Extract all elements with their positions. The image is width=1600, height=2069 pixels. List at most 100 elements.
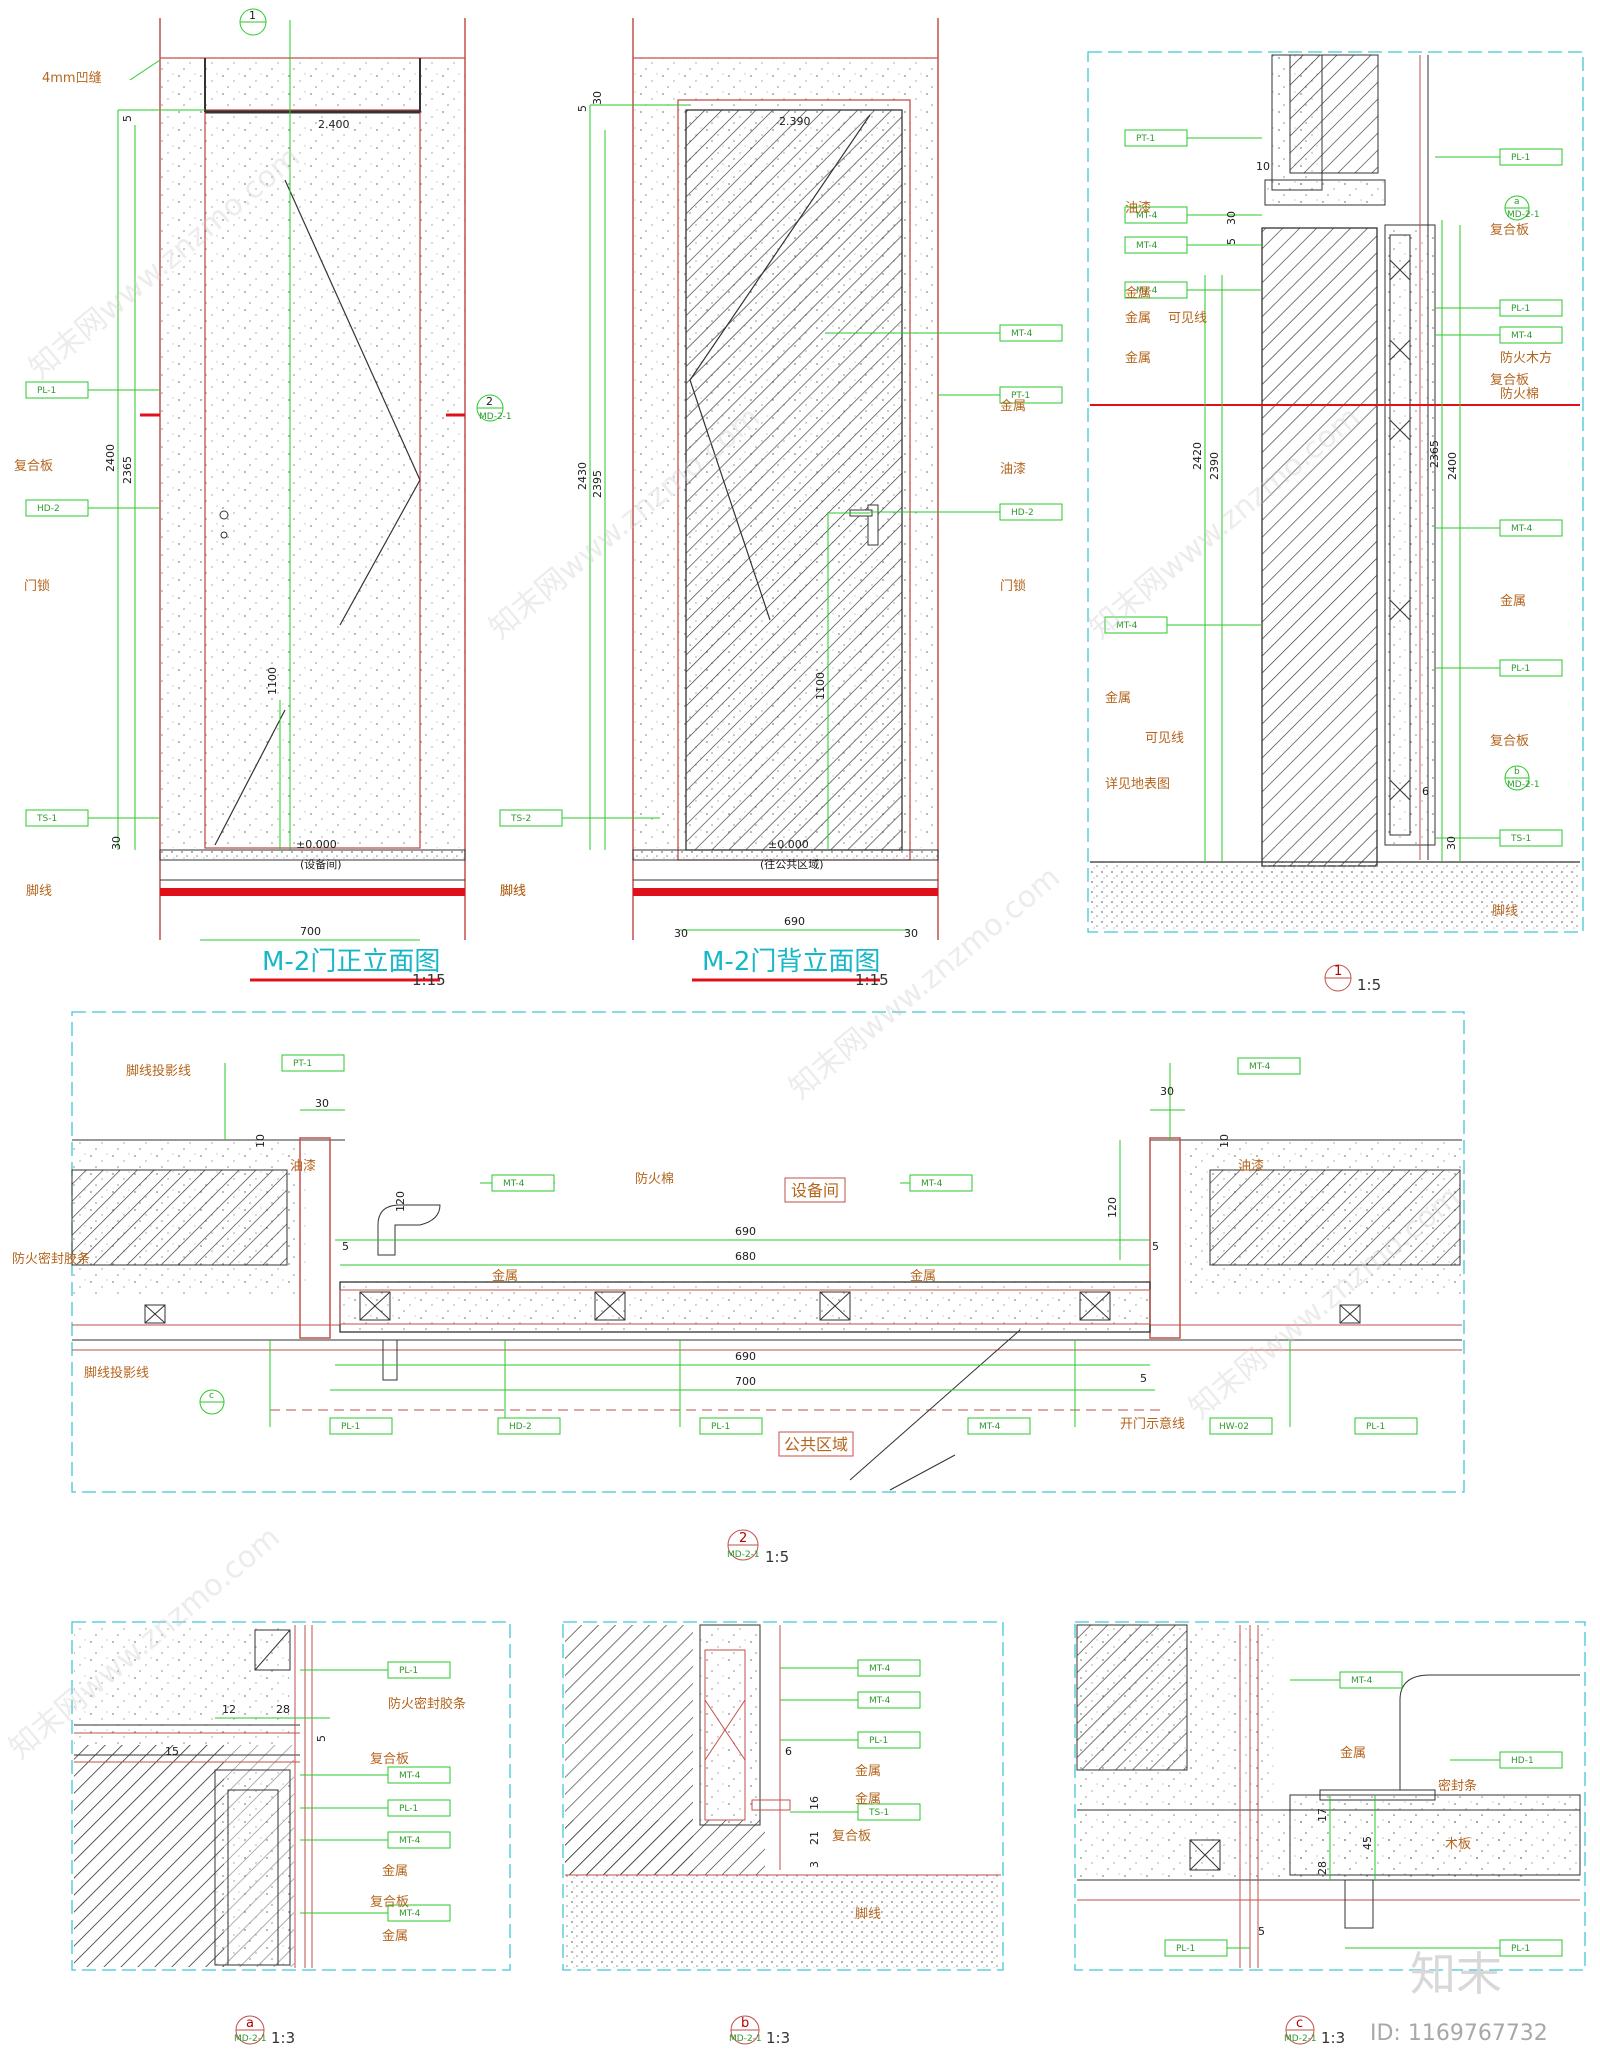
db-scale: 1:3 xyxy=(766,2029,790,2047)
svg-text:MT-4: MT-4 xyxy=(1136,286,1158,296)
da-d15: 15 xyxy=(165,1745,179,1758)
door-handle-icon xyxy=(867,504,879,546)
svg-text:PL-1: PL-1 xyxy=(341,1422,360,1432)
back-skirting-note: 脚线 xyxy=(500,883,526,899)
db-d6: 6 xyxy=(785,1745,792,1758)
front-elevation: 4mm凹缝 2.400 2400 2365 5 1100 30 700 复合板 … xyxy=(14,8,526,989)
s2-scale: 1:5 xyxy=(765,1548,789,1566)
back-elevation: 2.390 2430 2395 5 30 1100 690 30 30 ±0.0… xyxy=(499,18,1063,989)
front-h1-dim: 2400 xyxy=(104,444,117,472)
back-paint-note: 油漆 xyxy=(1000,461,1026,477)
dc-marker: cMD-2-1 xyxy=(1284,2015,1317,2045)
svg-text:MT-4: MT-4 xyxy=(1511,331,1533,341)
s2-d120a: 120 xyxy=(394,1191,407,1212)
s2-skirt2: 脚线投影线 xyxy=(84,1365,149,1381)
s2-hd-tag: HD-2 xyxy=(497,1417,561,1435)
front-level: ±0.000 xyxy=(296,838,337,851)
back-w-dim: 690 xyxy=(784,915,805,928)
front-skirting-bar xyxy=(160,888,465,896)
db-panel: 复合板 xyxy=(832,1829,871,1844)
dc-pl2-tag: PL-1 xyxy=(1499,1939,1563,1957)
svg-text:TS-1: TS-1 xyxy=(1510,834,1531,844)
s1-wood: 防火木方 xyxy=(1500,350,1552,366)
back-s2-dim: 30 xyxy=(904,927,918,940)
s2-mt3-tag: MT-4 xyxy=(1237,1057,1301,1075)
s2-hw-tag: HW-02 xyxy=(1209,1417,1273,1435)
section-1: 10 30 5 2420 2390 2365 2400 6 30 PT-1 MT… xyxy=(1087,51,1584,994)
da-metal1: 金属 xyxy=(382,1863,408,1879)
back-title: M-2门背立面图 xyxy=(702,947,880,977)
da-mt3-tag: MT-4 xyxy=(387,1904,451,1922)
s1-metal5: 金属 xyxy=(1500,593,1526,609)
front-h2-dim: 2365 xyxy=(121,456,134,484)
s1-cotton: 防火棉 xyxy=(1500,386,1539,402)
s1-floor: 详见地表图 xyxy=(1105,777,1170,792)
svg-text:1: 1 xyxy=(249,9,256,22)
s2-paint2: 油漆 xyxy=(1238,1158,1264,1174)
back-hd-tag: HD-2 xyxy=(999,503,1063,521)
s2-d10a: 10 xyxy=(254,1134,267,1148)
front-gap-note: 4mm凹缝 xyxy=(42,71,102,86)
front-bot-dim: 30 xyxy=(110,836,123,850)
db-metal1: 金属 xyxy=(855,1763,881,1779)
svg-text:TS-1: TS-1 xyxy=(868,1808,889,1818)
s2-mt2-tag: MT-4 xyxy=(909,1174,973,1192)
da-scale: 1:3 xyxy=(271,2029,295,2047)
svg-text:c: c xyxy=(209,1391,214,1401)
front-width-dim: 700 xyxy=(300,925,321,938)
db-mt2-tag: MT-4 xyxy=(857,1691,921,1709)
da-marker: aMD-2-1 xyxy=(234,2015,267,2045)
db-ts-tag: TS-1 xyxy=(857,1803,921,1821)
svg-text:MT-4: MT-4 xyxy=(1249,1062,1271,1072)
svg-text:MT-4: MT-4 xyxy=(1116,621,1138,631)
back-t2-dim: 30 xyxy=(591,91,604,105)
svg-text:MD-2-1: MD-2-1 xyxy=(1507,210,1540,220)
s1-pl2-tag: PL-1 xyxy=(1499,299,1563,317)
s2-w700: 700 xyxy=(735,1375,756,1388)
s1-h2365: 2365 xyxy=(1428,440,1441,468)
detail-b: 6 16 21 3 MT-4 MT-4 PL-1 TS-1 金属 金属 复合板 … xyxy=(562,1621,1004,2047)
section-2: 690 680 690 700 30 30 120 120 5 5 5 10 1… xyxy=(12,1011,1465,1566)
svg-text:PL-1: PL-1 xyxy=(1511,153,1530,163)
s1-skirting: 脚线 xyxy=(1492,903,1518,919)
dc-d28: 28 xyxy=(1316,1861,1329,1875)
dc-pl1-tag: PL-1 xyxy=(1164,1939,1228,1957)
s2-metal1: 金属 xyxy=(492,1268,518,1284)
s2-d30a: 30 xyxy=(315,1097,329,1110)
db-mt1-tag: MT-4 xyxy=(857,1659,921,1677)
s1-mt2-tag: MT-4 xyxy=(1124,236,1188,254)
svg-text:设备间: 设备间 xyxy=(791,1181,839,1200)
s1-pl1-tag: PL-1 xyxy=(1499,148,1563,166)
s1-visible2: 可见线 xyxy=(1145,731,1184,746)
svg-text:MT-4: MT-4 xyxy=(1136,211,1158,221)
back-floor-strip xyxy=(632,849,939,861)
s2-room-bottom-box: 公共区域 xyxy=(778,1431,854,1457)
front-lock-note: 门锁 xyxy=(24,578,50,594)
detail-c-wall xyxy=(1076,1624,1188,1771)
s2-mt4-tag: MT-4 xyxy=(967,1417,1031,1435)
dc-d17: 17 xyxy=(1316,1808,1329,1822)
s1-metal2: 金属 xyxy=(1125,310,1151,326)
s1-h2400: 2400 xyxy=(1446,452,1459,480)
s2-skirt1: 脚线投影线 xyxy=(126,1063,191,1079)
svg-text:a: a xyxy=(246,2016,254,2031)
s1-d6: 6 xyxy=(1422,785,1429,798)
svg-text:MT-4: MT-4 xyxy=(869,1664,891,1674)
s1-d30: 30 xyxy=(1225,211,1238,225)
da-panel1: 复合板 xyxy=(370,1752,409,1767)
s1-paint: 油漆 xyxy=(1125,200,1151,216)
svg-text:PL-1: PL-1 xyxy=(869,1736,888,1746)
front-skirting-note-right: 脚线 xyxy=(500,883,526,899)
da-metal2: 金属 xyxy=(382,1928,408,1944)
s1-h2420: 2420 xyxy=(1191,442,1204,470)
front-top5-dim: 5 xyxy=(121,115,134,122)
back-lock-dim: 1100 xyxy=(814,672,827,700)
svg-text:HD-1: HD-1 xyxy=(1511,1756,1534,1766)
svg-text:MT-4: MT-4 xyxy=(399,1771,421,1781)
db-d21: 21 xyxy=(808,1831,821,1845)
back-h2-dim: 2395 xyxy=(591,470,604,498)
back-scale: 1:15 xyxy=(855,971,889,989)
svg-text:PL-1: PL-1 xyxy=(399,1666,418,1676)
s2-seal: 防火密封胶条 xyxy=(12,1251,90,1267)
